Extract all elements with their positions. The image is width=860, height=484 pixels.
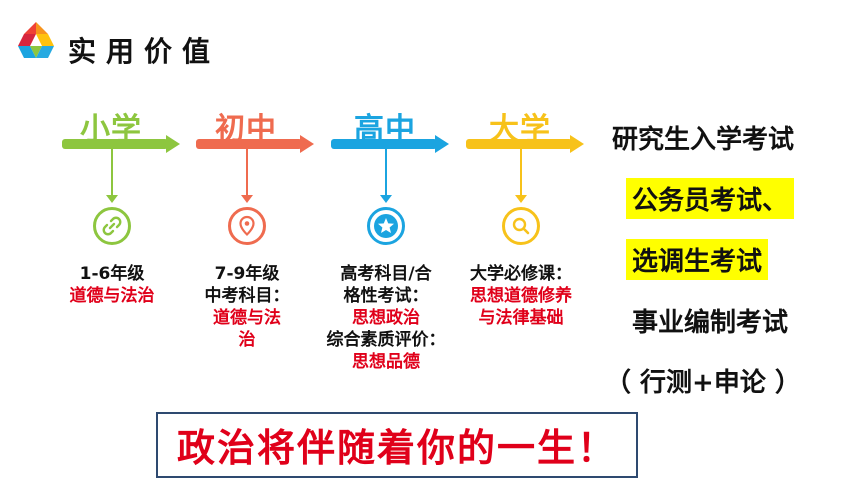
- stage-description-line: 综合素质评价：: [326, 330, 446, 350]
- stage-description-line: 中考科目：: [204, 286, 290, 306]
- location-pin-icon: [228, 207, 266, 245]
- exam-item-public-institution: 事业编制考试: [632, 308, 789, 338]
- stage-description: 大学必修课：思想道德修养与法律基础: [456, 263, 586, 329]
- stage-description-line: 道德与法: [213, 308, 281, 328]
- stage-description-line: 格性考试：: [343, 286, 429, 306]
- slogan-text: 政治将伴随着你的一生！: [176, 426, 617, 470]
- stage-connector: [111, 149, 113, 195]
- slogan-box: [156, 412, 638, 478]
- star-icon: [367, 207, 405, 245]
- exam-item-civil-service: 公务员考试、: [626, 178, 795, 219]
- stage-description: 7-9年级中考科目：道德与法治: [187, 263, 307, 351]
- stage-description-line: 1-6年级: [79, 264, 145, 284]
- stage-bar: [62, 139, 168, 149]
- link-icon: [93, 207, 131, 245]
- stage-bar: [196, 139, 302, 149]
- stage-connector: [520, 149, 522, 195]
- page-title: 实用价值: [68, 35, 221, 68]
- stage-description-line: 治: [238, 330, 256, 350]
- stage-connector-arrow: [106, 195, 118, 203]
- stage-connector-arrow: [241, 195, 253, 203]
- stage-description: 高考科目/合格性考试：思想政治综合素质评价：思想品德: [316, 263, 456, 373]
- stage-description-line: 道德与法治: [69, 286, 155, 306]
- search-icon: [502, 207, 540, 245]
- stage-connector: [246, 149, 248, 195]
- stage-bar-arrow: [435, 135, 449, 153]
- exam-item-selection: 选调生考试: [626, 239, 769, 280]
- stage-connector: [385, 149, 387, 195]
- stage-bar: [466, 139, 572, 149]
- exam-item-subjects: （ 行测+申论 ）: [605, 368, 801, 398]
- stage-description-line: 思想道德修养: [470, 286, 572, 306]
- stage-description-line: 大学必修课：: [470, 264, 572, 284]
- stage-bar-arrow: [300, 135, 314, 153]
- stage-bar-arrow: [166, 135, 180, 153]
- stage-connector-arrow: [515, 195, 527, 203]
- logo-icon: [14, 20, 58, 64]
- stage-description-line: 高考科目/合: [340, 264, 432, 284]
- stage-description-line: 与法律基础: [478, 308, 564, 328]
- stage-description-line: 7-9年级: [214, 264, 280, 284]
- exam-item-graduate: 研究生入学考试: [612, 125, 795, 155]
- stage-description-line: 思想品德: [352, 352, 420, 372]
- stage-connector-arrow: [380, 195, 392, 203]
- stage-description-line: 思想政治: [352, 308, 420, 328]
- stage-bar-arrow: [570, 135, 584, 153]
- stage-bar: [331, 139, 437, 149]
- stage-description: 1-6年级道德与法治: [52, 263, 172, 307]
